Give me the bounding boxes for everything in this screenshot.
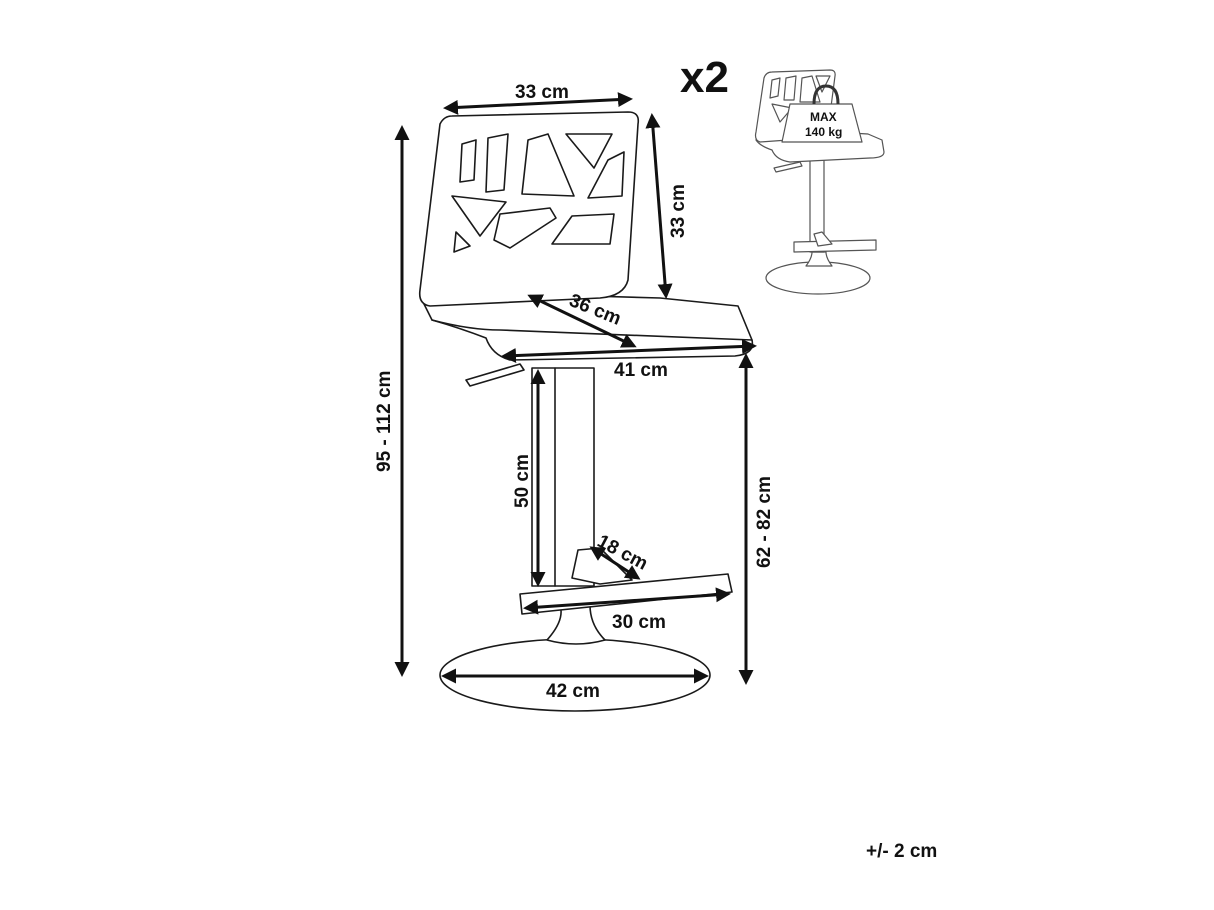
- mini-base: [765, 261, 871, 295]
- max-load-label: MAX: [810, 110, 837, 124]
- label-total-height: 95 - 112 cm: [374, 371, 395, 472]
- bar-stool-drawing: [418, 111, 754, 712]
- label-base-diameter: 42 cm: [546, 681, 600, 702]
- arrow-footrest-depth: [589, 546, 641, 580]
- quantity-label: x2: [680, 53, 729, 102]
- arrow-seat-depth: [527, 294, 637, 348]
- tolerance-note: +/- 2 cm: [866, 841, 937, 862]
- label-column-height: 50 cm: [512, 454, 533, 508]
- weight-icon: [781, 103, 863, 143]
- dimension-arrows: [394, 92, 757, 685]
- arrow-seat-width: [501, 338, 757, 364]
- backrest-cutouts: [451, 133, 625, 253]
- arrow-backrest-width: [443, 92, 633, 115]
- max-load-value: 140 kg: [805, 125, 842, 139]
- max-load-illustration: MAX 140 kg: [754, 69, 885, 295]
- arrow-backrest-height: [645, 113, 673, 299]
- height-lever: [465, 363, 525, 387]
- label-seat-width: 41 cm: [614, 360, 668, 381]
- base-cone: [546, 604, 606, 645]
- mini-footrest: [793, 239, 877, 253]
- label-footrest-width: 30 cm: [612, 612, 666, 633]
- label-seat-height: 62 - 82 cm: [754, 476, 775, 568]
- backrest: [418, 111, 640, 307]
- label-backrest-width: 33 cm: [515, 82, 569, 103]
- label-backrest-height: 33 cm: [668, 184, 689, 238]
- arrow-footrest-width: [523, 587, 731, 615]
